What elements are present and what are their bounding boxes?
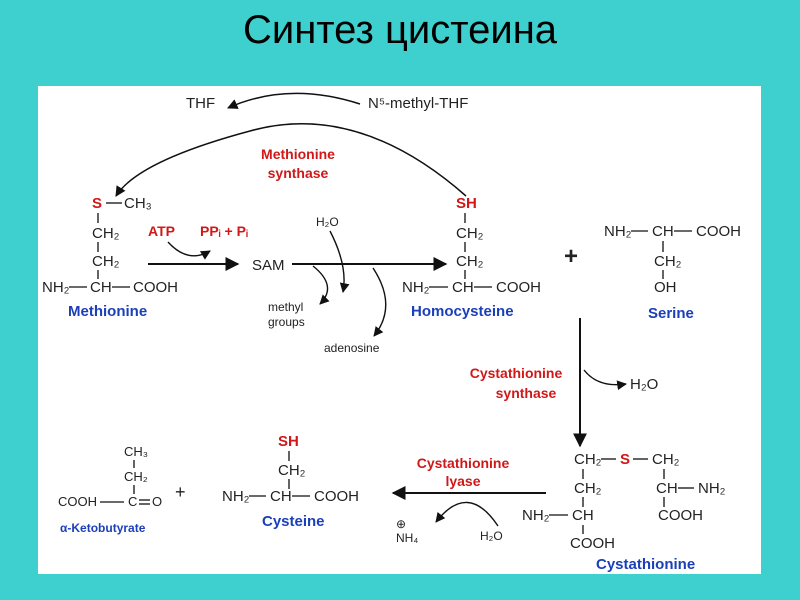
cystathionine-name: Cystathionine: [596, 556, 695, 573]
serine-ch2: CH₂: [654, 253, 682, 270]
plus-left: +: [175, 482, 186, 502]
methionine-synthase-label-1: Methionine: [261, 146, 335, 162]
nh4-charge: ⊕: [396, 517, 406, 531]
cysteine-ch: CH: [270, 488, 292, 505]
cystathionine-ch-right: CH: [656, 480, 678, 497]
serine-nh2: NH₂: [604, 223, 632, 240]
cystathionine-ch2-left: CH₂: [574, 451, 602, 468]
ketobutyrate-c: C: [128, 494, 137, 509]
serine-ch: CH: [652, 223, 674, 240]
methyl-groups-arrow: [312, 265, 330, 305]
lyase-side-arrow: [435, 501, 499, 527]
cysteine-name: Cysteine: [262, 513, 325, 530]
homocysteine-ch2-a: CH₂: [456, 225, 484, 242]
methionine-ch3: CH₃: [124, 195, 152, 212]
methionine-s: S: [92, 195, 102, 212]
h2o-right-label: H₂O: [630, 376, 658, 393]
cystathionine-ch-left: CH: [572, 507, 594, 524]
methionine-synthase-label-2: synthase: [268, 165, 329, 181]
cystathionine-lyase-label-1: Cystathionine: [417, 455, 510, 471]
homocysteine-sh: SH: [456, 195, 477, 212]
ketobutyrate-name: α-Ketobutyrate: [60, 521, 146, 535]
cystathionine-lyase-label-2: lyase: [445, 473, 480, 489]
methionine-synthase-arrow: [115, 123, 467, 197]
cystathionine-synthase-label-1: Cystathionine: [470, 365, 563, 381]
adenosine-arrow: [372, 267, 387, 337]
methionine-ch2-a: CH₂: [92, 225, 120, 242]
methyl-groups-1: methyl: [268, 300, 303, 314]
cysteine-synthesis-pathway: THF N⁵-methyl-THF Methionine synthase S …: [42, 92, 741, 573]
cystathionine-nh2-right: NH₂: [698, 480, 726, 497]
atp-arrow: [167, 241, 211, 260]
cystathionine-ch2-right: CH₂: [652, 451, 680, 468]
homocysteine-name: Homocysteine: [411, 303, 514, 320]
thf-arrow: [227, 92, 361, 109]
ppi-pi-label: PPᵢ + Pᵢ: [200, 223, 248, 239]
h2o-top-label: H₂O: [316, 215, 339, 229]
cystathionine-s: S: [620, 451, 630, 468]
homocysteine-cooh: COOH: [496, 279, 541, 296]
cystathionine-ch2-mid: CH₂: [574, 480, 602, 497]
cysteine-ch2: CH₂: [278, 462, 306, 479]
ketobutyrate-ch2: CH₂: [124, 469, 148, 484]
thf-label: THF: [186, 95, 215, 112]
cystathionine-cooh-left: COOH: [570, 535, 615, 552]
pathway-diagram-panel: THF N⁵-methyl-THF Methionine synthase S …: [38, 86, 761, 574]
ketobutyrate-o: O: [152, 494, 162, 509]
homocysteine-ch: CH: [452, 279, 474, 296]
atp-label: ATP: [148, 223, 175, 239]
homocysteine-ch2-b: CH₂: [456, 253, 484, 270]
h2o-top-arrow: [329, 230, 350, 293]
methyl-groups-2: groups: [268, 315, 305, 329]
slide-title: Синтез цистеина: [242, 8, 558, 52]
serine-cooh: COOH: [696, 223, 741, 240]
adenosine-label: adenosine: [324, 341, 380, 355]
cysteine-sh: SH: [278, 433, 299, 450]
serine-name: Serine: [648, 305, 694, 322]
cysteine-nh2: NH₂: [222, 488, 250, 505]
cystathionine-cooh-right: COOH: [658, 507, 703, 524]
h2o-bottom-label: H₂O: [480, 529, 503, 543]
methionine-ch2-b: CH₂: [92, 253, 120, 270]
methionine-ch: CH: [90, 279, 112, 296]
homocysteine-nh2: NH₂: [402, 279, 430, 296]
methionine-nh2: NH₂: [42, 279, 70, 296]
methionine-name: Methionine: [68, 303, 147, 320]
methionine-cooh: COOH: [133, 279, 178, 296]
cysteine-cooh: COOH: [314, 488, 359, 505]
serine-oh: OH: [654, 279, 677, 296]
plus-right: +: [564, 243, 578, 270]
h2o-right-arrow: [583, 369, 627, 391]
ketobutyrate-cooh: COOH: [58, 494, 97, 509]
cystathionine-synthase-label-2: synthase: [496, 385, 557, 401]
cystathionine-nh2-left: NH₂: [522, 507, 550, 524]
sam-label: SAM: [252, 257, 285, 274]
ketobutyrate-ch3: CH₃: [124, 444, 148, 459]
nh4-label: NH₄: [396, 531, 418, 545]
n5-methyl-thf-label: N⁵-methyl-THF: [368, 95, 468, 112]
